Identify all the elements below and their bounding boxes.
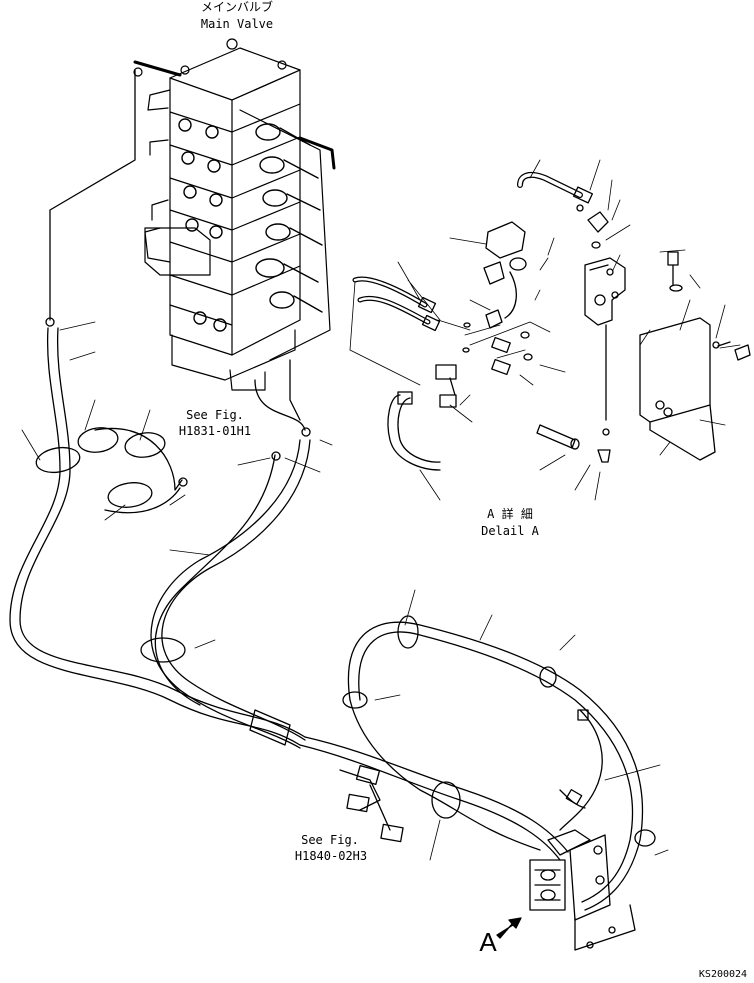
drawing-code: KS200024: [698, 969, 748, 980]
see-fig-1-line2: H1831-01H1: [178, 424, 252, 438]
main-valve-label-jp: メインバルブ: [200, 0, 273, 14]
hose-routing: [9, 69, 656, 911]
see-fig-2-line2: H1840-02H3: [294, 849, 368, 863]
detail-a-group: [349, 171, 751, 471]
main-valve-assembly: [133, 38, 336, 391]
view-arrow-letter: A: [479, 927, 497, 957]
detail-a-label-en: Delail A: [481, 524, 539, 538]
see-fig-1-line1: See Fig.: [186, 408, 244, 422]
bottom-valve-bracket: [496, 829, 636, 951]
main-valve-label-en: Main Valve: [200, 17, 274, 31]
see-fig-2-line1: See Fig.: [301, 833, 359, 847]
callout-leaders: [21, 159, 741, 861]
detail-a-label-jp: A 詳 細: [487, 507, 533, 521]
